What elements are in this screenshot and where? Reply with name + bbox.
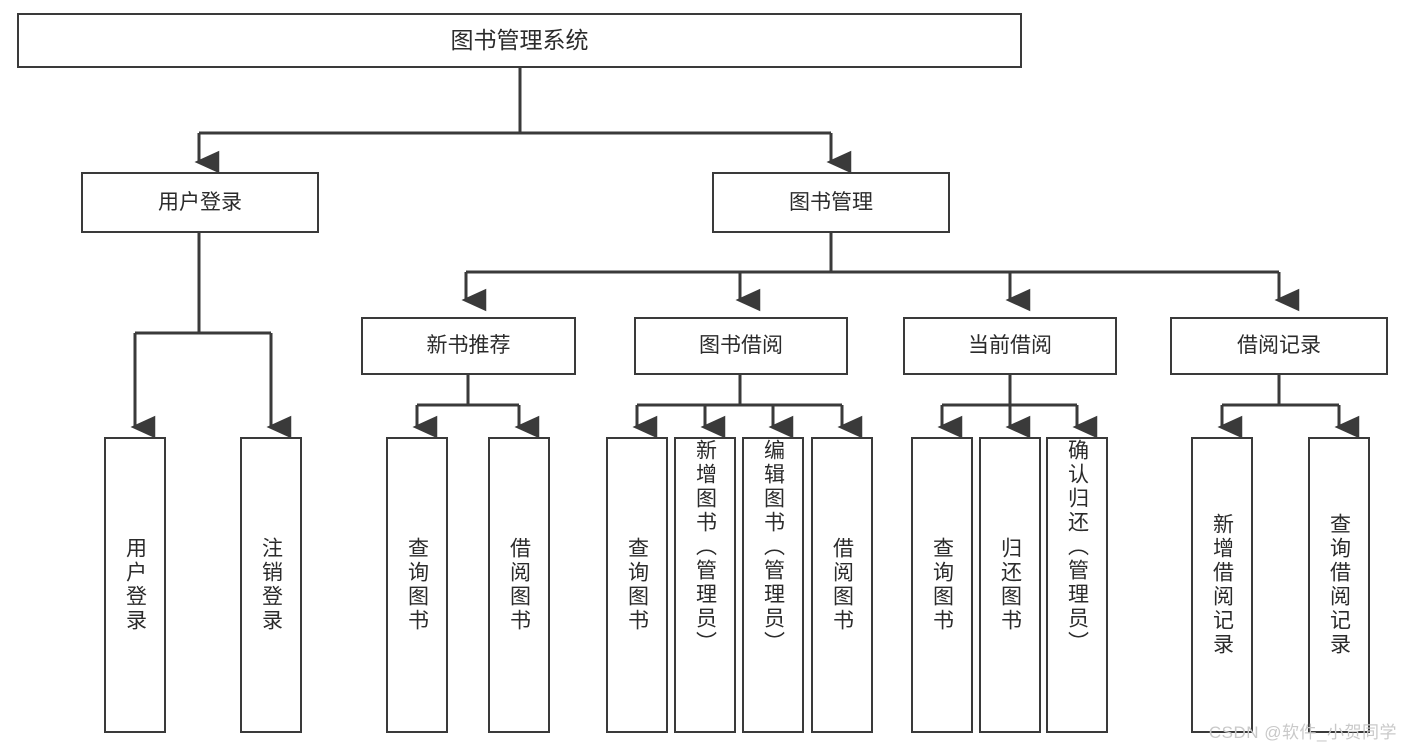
- node-leaf-confirm-return-label: 确认归还（管理员）: [1065, 439, 1089, 655]
- node-leaf-add-book[interactable]: 新增图书（管理员）: [674, 437, 736, 733]
- node-leaf-query-book-3[interactable]: 查询图书: [911, 437, 973, 733]
- node-leaf-borrow-book-2[interactable]: 借阅图书: [811, 437, 873, 733]
- node-book-management-label: 图书管理: [789, 190, 873, 214]
- node-leaf-logout-login-label: 注销登录: [259, 537, 283, 633]
- node-leaf-confirm-return[interactable]: 确认归还（管理员）: [1046, 437, 1108, 733]
- node-leaf-query-book-1-label: 查询图书: [405, 537, 429, 633]
- node-leaf-add-borrow-record[interactable]: 新增借阅记录: [1191, 437, 1253, 733]
- node-leaf-edit-book[interactable]: 编辑图书（管理员）: [742, 437, 804, 733]
- node-leaf-return-book-label: 归还图书: [998, 537, 1022, 633]
- node-leaf-logout-login[interactable]: 注销登录: [240, 437, 302, 733]
- node-leaf-borrow-book-2-label: 借阅图书: [830, 537, 854, 633]
- node-leaf-edit-book-label: 编辑图书（管理员）: [761, 439, 785, 655]
- node-user-login[interactable]: 用户登录: [81, 172, 319, 233]
- node-borrow-record[interactable]: 借阅记录: [1170, 317, 1388, 375]
- node-leaf-add-borrow-record-label: 新增借阅记录: [1210, 513, 1234, 657]
- node-book-management[interactable]: 图书管理: [712, 172, 950, 233]
- node-leaf-query-borrow-record-label: 查询借阅记录: [1327, 513, 1351, 657]
- node-leaf-query-book-2[interactable]: 查询图书: [606, 437, 668, 733]
- node-leaf-user-login[interactable]: 用户登录: [104, 437, 166, 733]
- node-leaf-borrow-book-1-label: 借阅图书: [507, 537, 531, 633]
- node-leaf-return-book[interactable]: 归还图书: [979, 437, 1041, 733]
- node-book-borrow-label: 图书借阅: [699, 334, 783, 358]
- node-new-book-recommend[interactable]: 新书推荐: [361, 317, 576, 375]
- node-book-borrow[interactable]: 图书借阅: [634, 317, 848, 375]
- node-root-system[interactable]: 图书管理系统: [17, 13, 1022, 68]
- node-new-book-recommend-label: 新书推荐: [426, 334, 511, 358]
- node-root-system-label: 图书管理系统: [450, 26, 589, 53]
- node-leaf-add-book-label: 新增图书（管理员）: [693, 439, 717, 655]
- csdn-watermark: CSDN @软件_小贺同学: [1208, 723, 1397, 742]
- node-leaf-query-book-2-label: 查询图书: [625, 537, 649, 633]
- node-leaf-query-book-1[interactable]: 查询图书: [386, 437, 448, 733]
- node-current-borrow[interactable]: 当前借阅: [903, 317, 1117, 375]
- node-leaf-user-login-label: 用户登录: [123, 537, 147, 633]
- node-leaf-borrow-book-1[interactable]: 借阅图书: [488, 437, 550, 733]
- node-user-login-label: 用户登录: [158, 190, 242, 214]
- node-leaf-query-book-3-label: 查询图书: [930, 537, 954, 633]
- node-leaf-query-borrow-record[interactable]: 查询借阅记录: [1308, 437, 1370, 733]
- node-current-borrow-label: 当前借阅: [968, 334, 1052, 358]
- node-borrow-record-label: 借阅记录: [1237, 334, 1321, 358]
